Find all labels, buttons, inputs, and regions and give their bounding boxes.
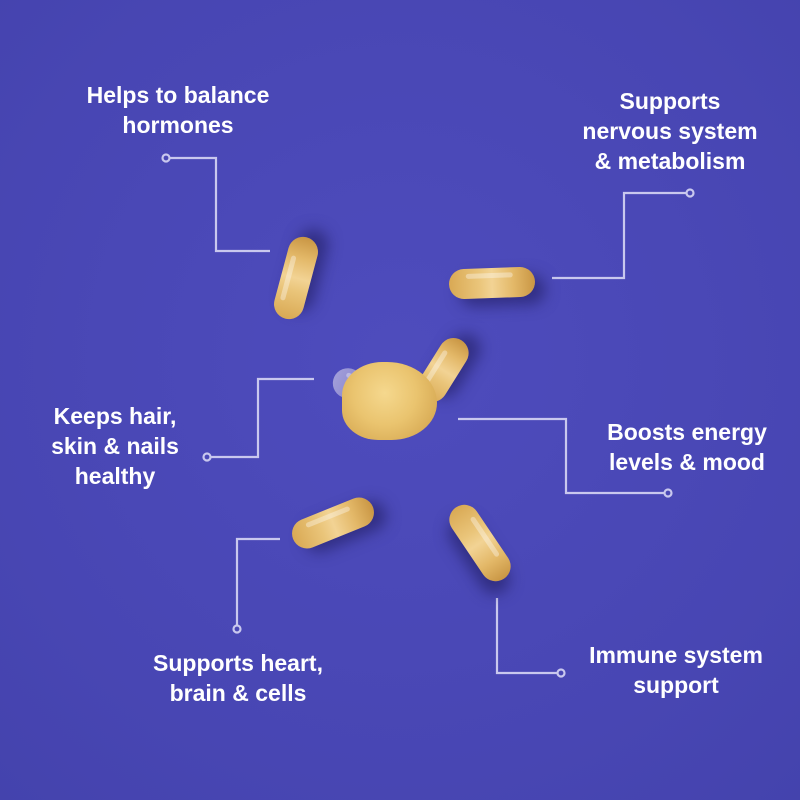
connector-heart [235,537,280,625]
benefit-label-nervous: Supports nervous system & metabolism [560,86,780,176]
capsule-image [448,266,536,300]
connector-immune [495,598,557,675]
label-line: hormones [122,112,234,138]
benefit-label-heart: Supports heart, brain & cells [128,648,348,708]
connector-dot-icon [663,488,673,498]
benefit-label-energy: Boosts energy levels & mood [582,417,792,477]
label-line: skin & nails [51,433,179,459]
connector-hair [211,377,314,459]
connector-dot-icon [161,153,171,163]
label-line: levels & mood [609,449,765,475]
connector-dot-icon [232,624,242,634]
label-line: Supports [619,88,721,114]
connector-dot-icon [685,188,695,198]
label-line: Boosts energy [607,419,767,445]
connector-dot-icon [202,452,212,462]
benefit-label-hormones: Helps to balance hormones [58,80,298,140]
label-line: Keeps hair, [53,403,177,429]
label-line: brain & cells [169,680,307,706]
label-line: healthy [74,463,156,489]
label-line: & metabolism [594,148,746,174]
benefit-label-hair: Keeps hair, skin & nails healthy [20,401,210,491]
powder-pile-image [342,362,437,440]
label-line: support [633,672,719,698]
connector-nervous [552,191,686,280]
label-line: Helps to balance [86,82,270,108]
label-line: Supports heart, [153,650,323,676]
label-line: Immune system [589,642,763,668]
benefit-label-immune: Immune system support [566,640,786,700]
label-line: nervous system [582,118,758,144]
connector-dot-icon [556,668,566,678]
connector-hormones [170,156,270,253]
connector-energy [458,417,664,495]
